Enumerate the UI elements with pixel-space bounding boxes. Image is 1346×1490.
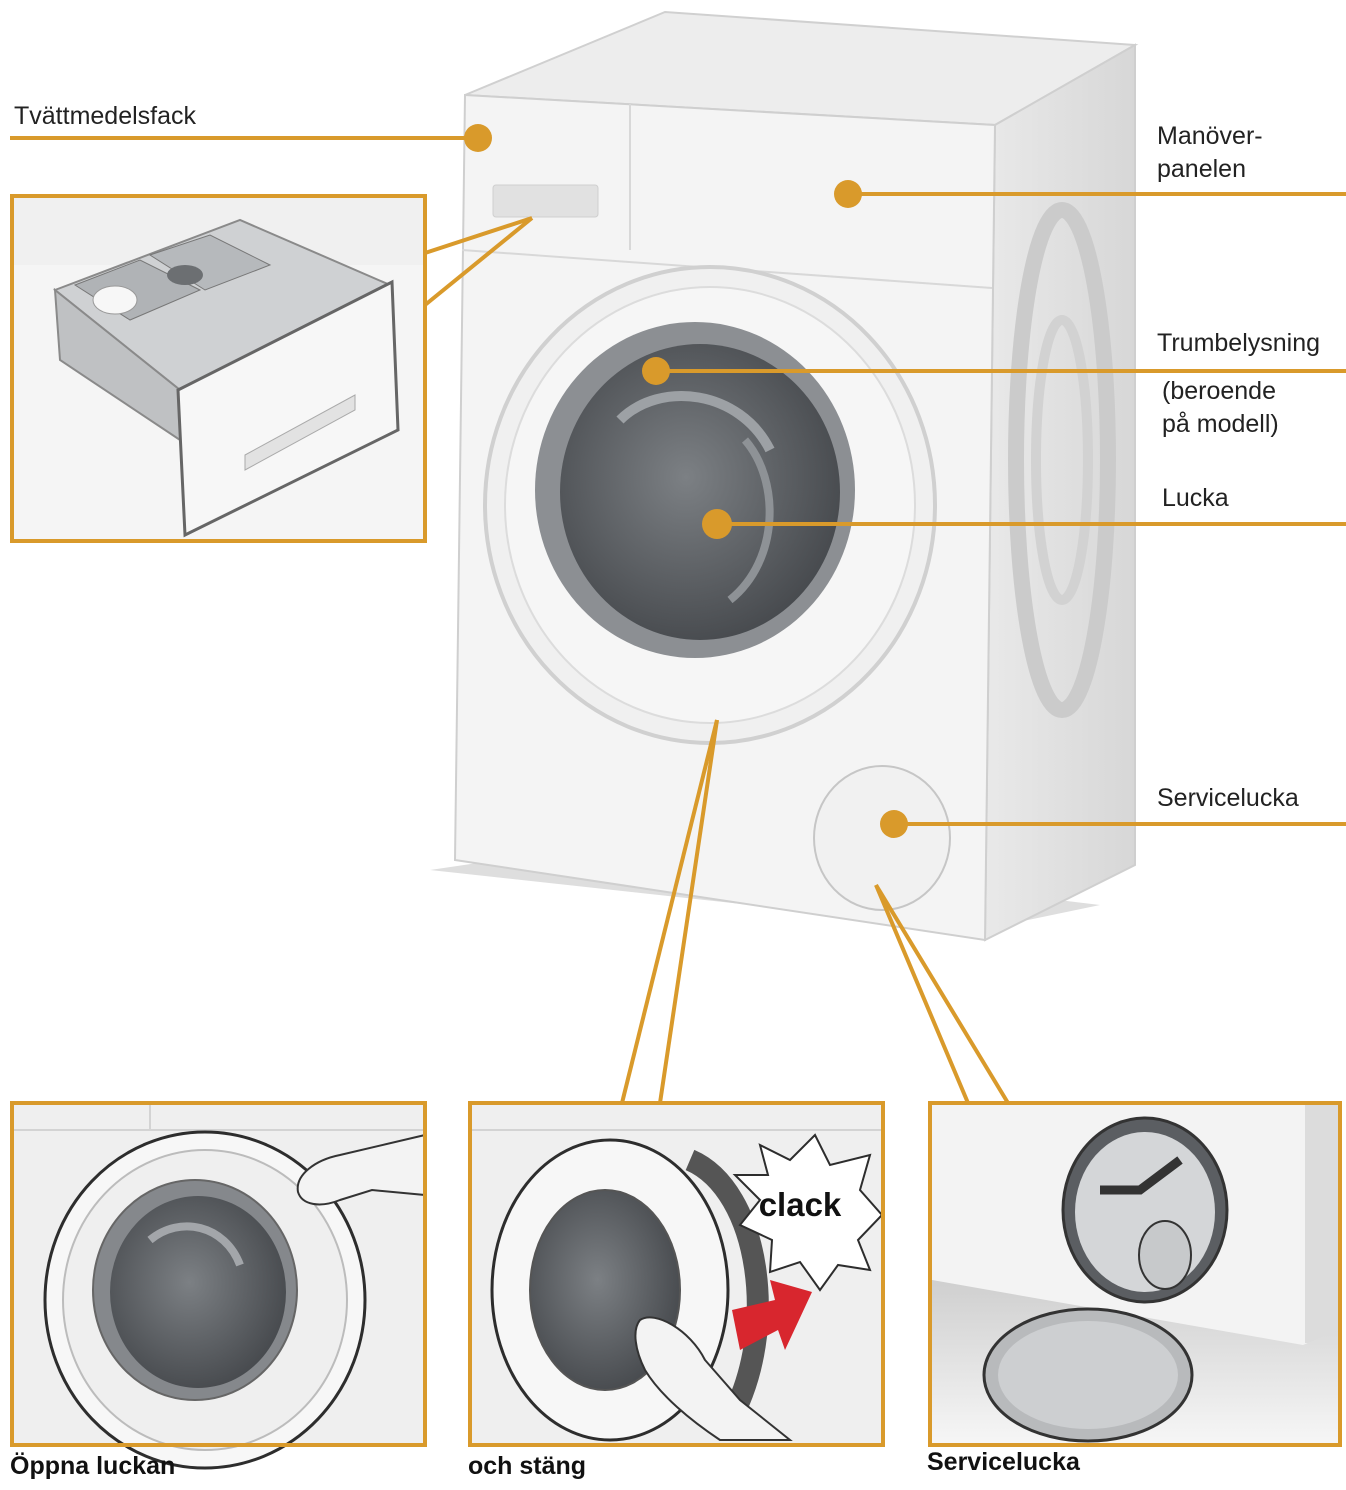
label-drum-light-note-line2: på modell) [1162,410,1279,438]
close-door-panel: clack [468,1101,885,1447]
label-service-hatch: Servicelucka [1157,784,1299,812]
drawer-front [176,279,400,538]
drum [560,344,840,640]
caption-close-door: och stäng [468,1452,587,1480]
detergent-drawer-inset [10,194,427,543]
hand-icon [296,1133,426,1206]
service-hatch-panel [928,1101,1342,1447]
washing-machine [430,10,1139,942]
label-drum-light-note-line1: (beroende [1162,377,1276,405]
hand-icon [634,1316,793,1441]
clack-text: clack [759,1186,842,1223]
label-door: Lucka [1162,484,1229,512]
callout-dots [464,124,908,838]
clack-burst [732,1133,884,1292]
arrow-icon [732,1280,812,1350]
label-control-panel-line1: Manöver- [1157,122,1263,150]
label-control-panel-line2: panelen [1157,155,1246,183]
drawer-handle [492,184,599,218]
callouts [10,136,1346,1105]
pump-filter [1138,1220,1192,1290]
caption-open-door: Öppna luckan [10,1452,176,1480]
caption-service-hatch: Servicelucka [927,1448,1080,1476]
label-drum-light: Trumbelysning [1157,329,1321,357]
label-detergent-drawer: Tvättmedelsfack [14,102,197,130]
open-door-panel [10,1101,427,1470]
service-hatch [813,765,951,911]
